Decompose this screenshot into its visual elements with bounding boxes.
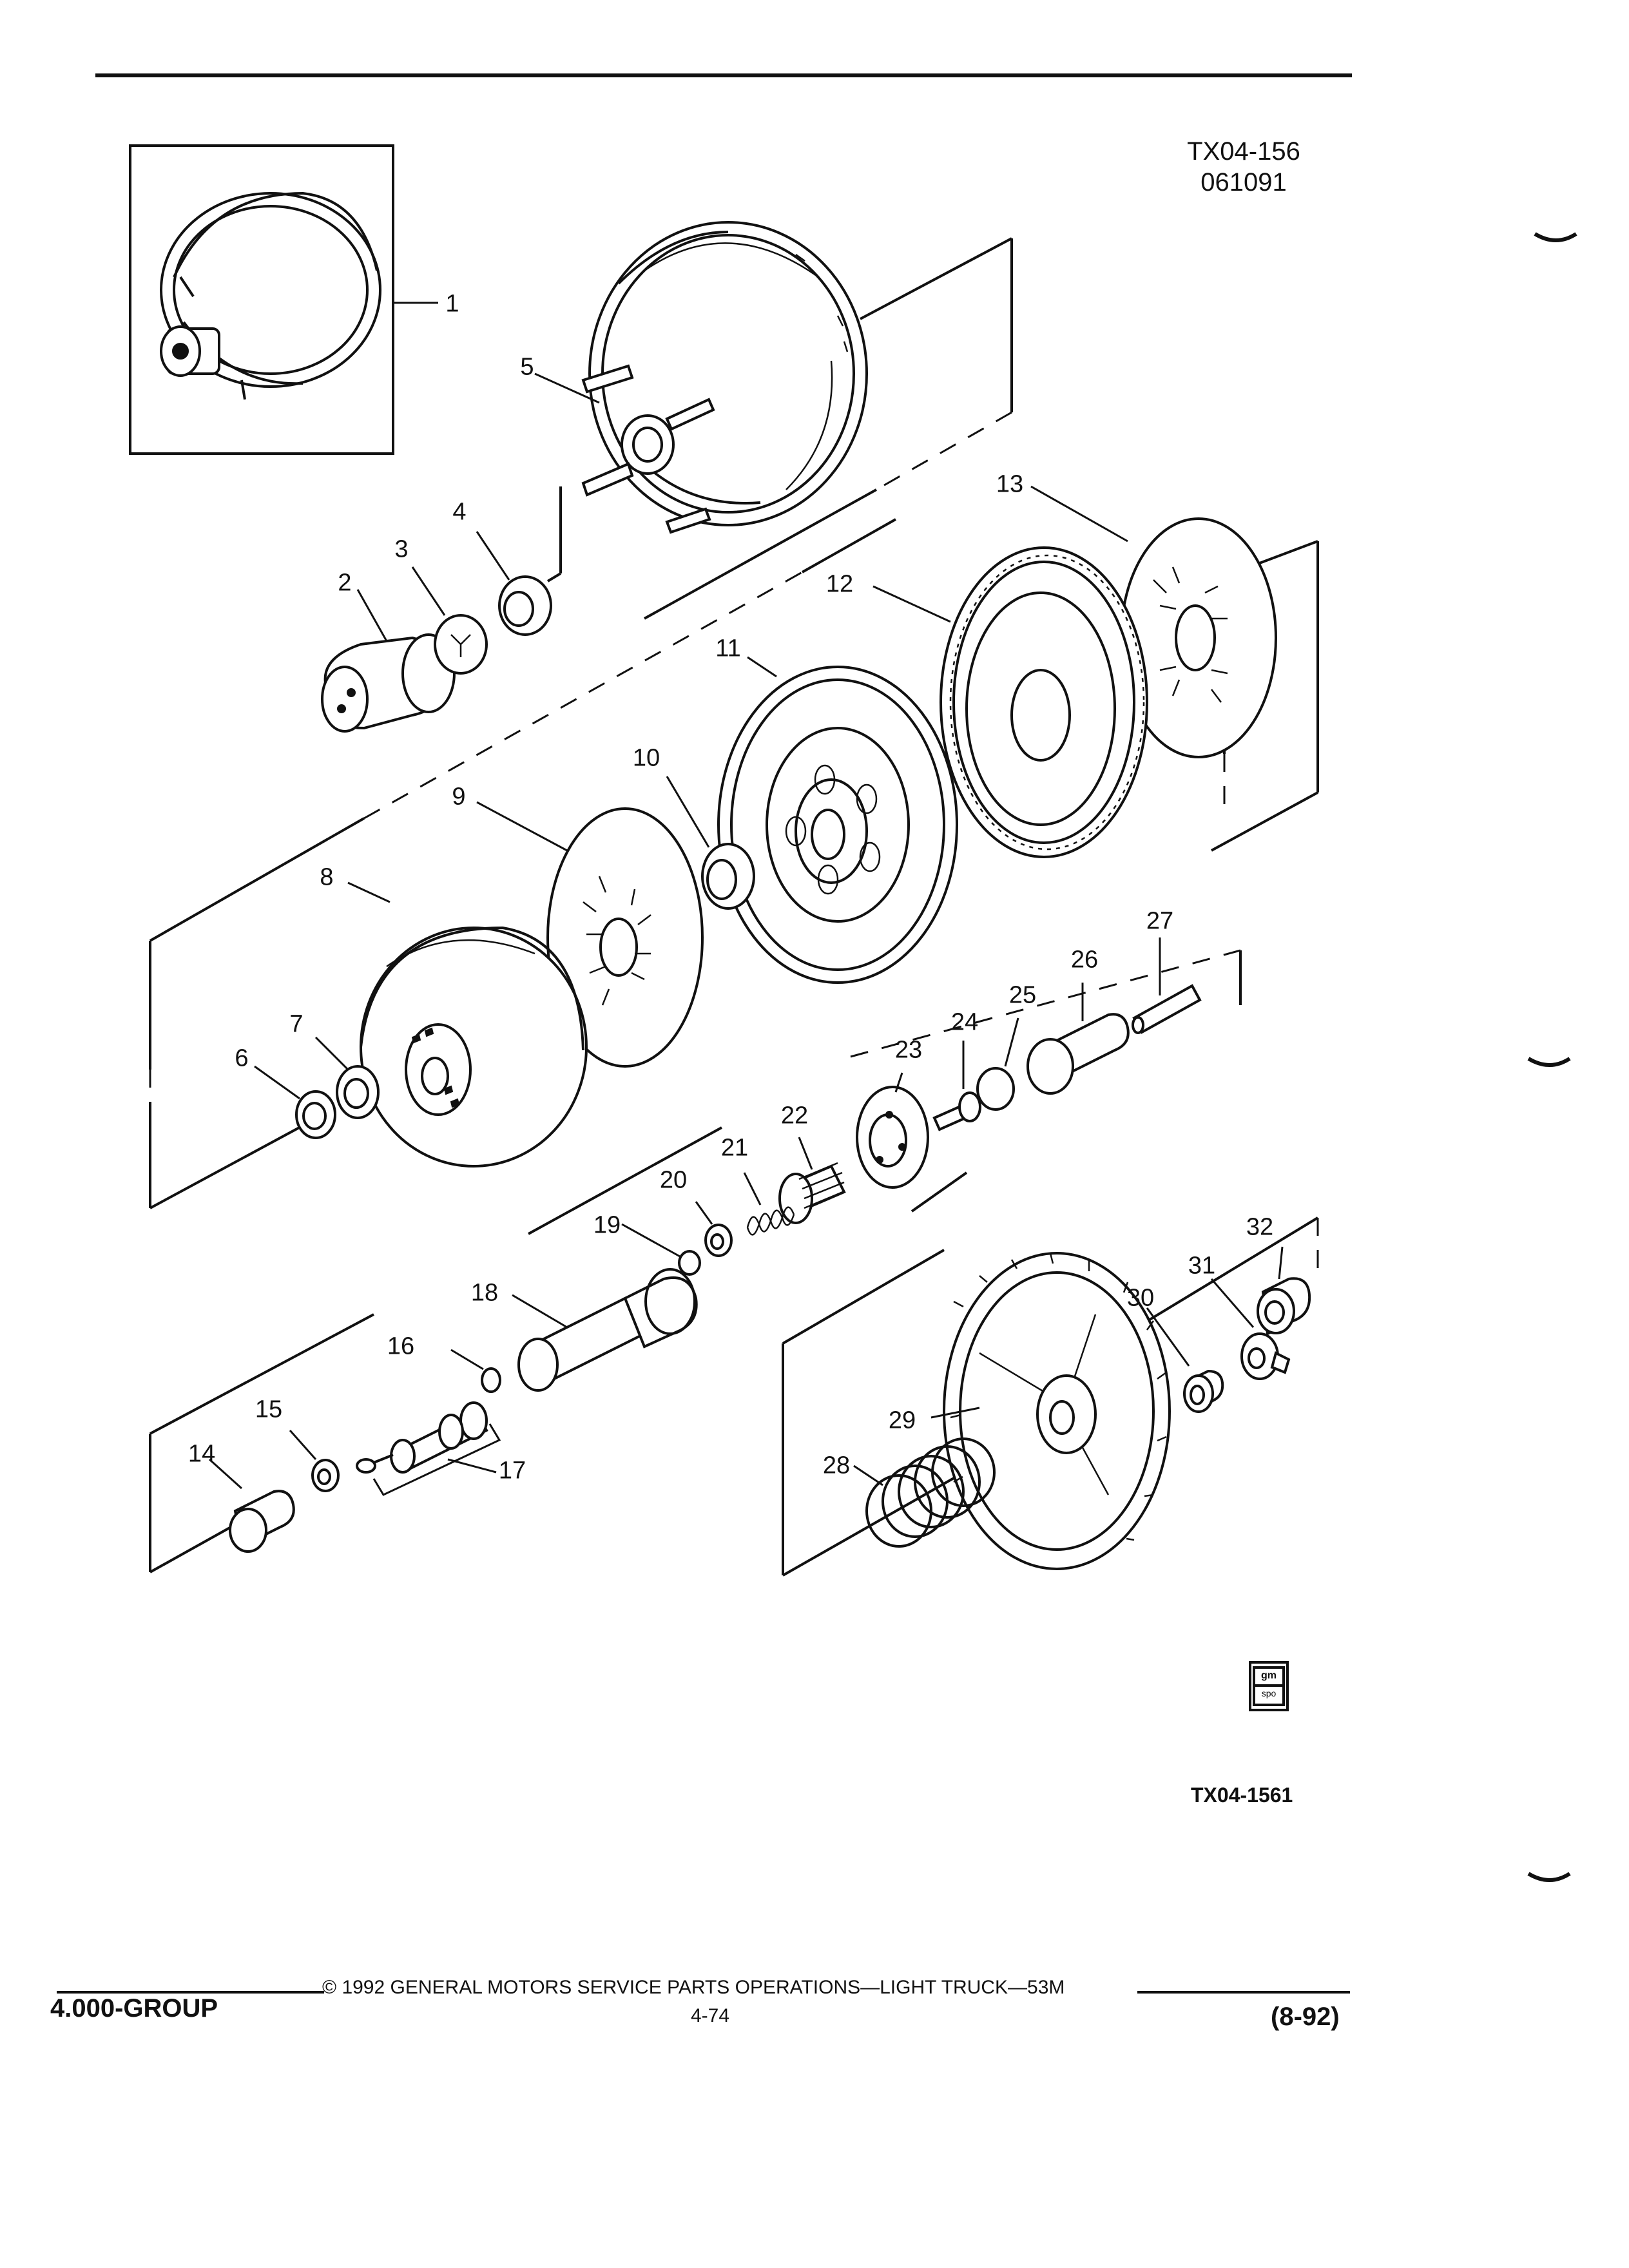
part-23-gear-plate <box>857 1073 928 1187</box>
part-16-o-ring <box>451 1350 500 1392</box>
callout-25: 25 <box>1008 981 1037 1009</box>
part-14-bushing <box>209 1459 294 1552</box>
part-21-spring <box>744 1173 794 1235</box>
part-20-washer <box>696 1202 731 1256</box>
part-18-pump-shaft <box>512 1269 697 1390</box>
callout-10: 10 <box>632 744 660 772</box>
part-10-thrust-washer <box>667 776 754 908</box>
callout-19: 19 <box>593 1211 621 1239</box>
part-19-snap-ring <box>622 1224 700 1274</box>
margin-mark-bottom <box>1527 1872 1571 1882</box>
callout-21: 21 <box>720 1134 749 1162</box>
part-30-bushing <box>1147 1308 1222 1412</box>
callout-17: 17 <box>498 1457 526 1485</box>
callout-2: 2 <box>338 569 352 597</box>
part-31-fitting <box>1211 1279 1289 1379</box>
part-5-converter-cover <box>583 222 867 532</box>
callout-15: 15 <box>255 1396 283 1423</box>
part-15-washer <box>290 1430 338 1491</box>
callout-32: 32 <box>1246 1213 1274 1241</box>
part-8-converter-shell <box>348 883 586 1166</box>
gm-spo-logo <box>1250 1662 1287 1710</box>
part-25-cup <box>978 1018 1018 1110</box>
top-rule <box>95 73 1352 77</box>
callout-29: 29 <box>888 1407 916 1434</box>
callout-31: 31 <box>1188 1252 1216 1280</box>
callout-23: 23 <box>894 1036 923 1064</box>
part-7-lock-ring <box>316 1037 378 1118</box>
callout-27: 27 <box>1146 907 1174 935</box>
callout-7: 7 <box>289 1010 304 1038</box>
callout-8: 8 <box>320 863 334 891</box>
footer-rule-right <box>1137 1991 1350 1994</box>
part-6-ring <box>255 1066 335 1138</box>
callout-4: 4 <box>452 498 467 526</box>
footer-group: 4.000-GROUP <box>50 1994 218 2023</box>
part-11-turbine <box>718 657 957 983</box>
callout-18: 18 <box>470 1279 499 1307</box>
part-26-shaft <box>1028 983 1128 1093</box>
part-12-pressure-plate <box>873 548 1147 857</box>
part-2-hub <box>322 590 454 731</box>
margin-mark-middle <box>1527 1057 1571 1067</box>
part-32-seal <box>1258 1247 1309 1334</box>
part-4-bearing <box>477 532 551 635</box>
part-28-spring <box>854 1439 994 1546</box>
callout-1: 1 <box>445 290 459 318</box>
callout-24: 24 <box>950 1008 979 1036</box>
part-29-pump-body <box>931 1253 1170 1569</box>
callout-22: 22 <box>780 1102 809 1129</box>
callout-12: 12 <box>825 570 854 598</box>
figure-reference: TX04-1561 <box>1191 1783 1293 1807</box>
leader-5 <box>535 374 599 403</box>
part-13-clutch-plate <box>1031 486 1276 757</box>
footer-page-number: 4-74 <box>691 2005 730 2026</box>
part-3-thrust-washer <box>412 567 487 673</box>
part-22-gear <box>780 1137 844 1223</box>
figure-date: 061091 <box>1200 168 1287 197</box>
part-17-valve-assembly <box>357 1403 499 1495</box>
part-24-bolt <box>934 1041 980 1129</box>
margin-mark-top <box>1534 232 1577 242</box>
callout-26: 26 <box>1070 946 1099 974</box>
footer-rule-left <box>57 1991 324 1994</box>
callout-13: 13 <box>996 470 1024 498</box>
callout-16: 16 <box>387 1332 415 1360</box>
figure-code: TX04-156 <box>1187 137 1300 166</box>
callout-11: 11 <box>715 635 741 662</box>
callout-5: 5 <box>520 353 534 381</box>
callout-3: 3 <box>394 535 409 563</box>
callout-14: 14 <box>188 1440 216 1468</box>
callout-20: 20 <box>659 1166 688 1194</box>
part-27-pin <box>1133 937 1200 1033</box>
callout-6: 6 <box>235 1044 249 1072</box>
callout-28: 28 <box>822 1452 851 1479</box>
logo-text-bottom: spo <box>1261 1688 1277 1698</box>
callout-30: 30 <box>1126 1284 1155 1312</box>
callout-9: 9 <box>452 783 466 811</box>
footer-copyright: © 1992 GENERAL MOTORS SERVICE PARTS OPER… <box>322 1977 1065 1998</box>
inset-assembly <box>130 146 438 454</box>
part-9-stator-plate <box>477 802 702 1066</box>
footer-revision: (8-92) <box>1271 2003 1340 2031</box>
logo-text-top: gm <box>1261 1670 1277 1681</box>
section-brackets <box>150 238 1318 1575</box>
